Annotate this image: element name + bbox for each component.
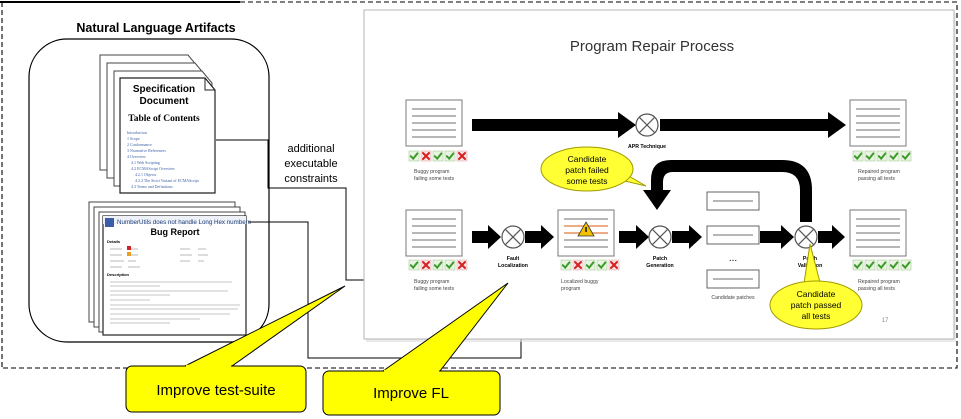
- description-label: Description: [107, 272, 130, 277]
- candidate-patches: ...: [706, 191, 760, 289]
- connector-label-line2: executable: [284, 158, 337, 170]
- arrow-to-apr: [472, 112, 636, 138]
- specification-document: Specification Document Table of Contents…: [99, 54, 216, 194]
- bubble-passed-line2: patch passed: [791, 300, 842, 310]
- toc-item: 4.1 Web Scripting: [131, 160, 160, 165]
- repaired-top-label-1: Repaired program: [858, 169, 900, 175]
- toc-item: Introduction: [127, 130, 147, 135]
- bug-report-title: Bug Report: [151, 227, 200, 237]
- bubble-patch-passed: Candidate patch passed all tests: [769, 243, 863, 330]
- slide-page-number: 17: [882, 318, 889, 324]
- bubble-passed-line1: Candidate: [797, 289, 836, 299]
- buggy-top-label-1: Buggy program: [414, 169, 449, 175]
- toc-item: 4.2.1 Objects: [135, 172, 157, 177]
- toc-title: Table of Contents: [128, 114, 200, 124]
- bubble-patch-failed: Candidate patch failed some tests: [540, 146, 647, 192]
- repaired-bottom-label-1: Repaired program: [858, 279, 900, 285]
- fl-label-1: Fault: [507, 256, 520, 262]
- toc-item: 4.2 ECMAScript Overview: [131, 166, 175, 171]
- test-results-repaired-top: [852, 150, 912, 162]
- toc-item: 4 Overview: [127, 154, 146, 159]
- arrow-to-repaired-top: [660, 112, 846, 138]
- connector-label-line1: additional: [287, 143, 334, 155]
- bubble-failed-line3: some tests: [566, 176, 607, 186]
- arrow-to-patch-generation: [619, 225, 649, 249]
- buggy-top-label-2: failing some tests: [414, 176, 454, 182]
- bug-report: NumberUtils does not handle Long Hex num…: [88, 201, 251, 336]
- callout-test-suite-text: Improve test-suite: [156, 382, 275, 399]
- toc-item: 4.3 Terms and Definitions: [131, 184, 173, 189]
- fl-label-2: Localization: [498, 263, 528, 269]
- spec-title-line2: Document: [140, 96, 190, 107]
- buggy-bottom-label-1: Buggy program: [414, 279, 449, 285]
- bubble-failed-line2: patch failed: [565, 165, 609, 175]
- arrow-to-localized: [525, 225, 554, 249]
- arrow-to-candidates: [672, 225, 702, 249]
- bug-report-header: NumberUtils does not handle Long Hex num…: [117, 219, 251, 226]
- buggy-bottom-label-2: failing some tests: [414, 286, 454, 292]
- candidate-patches-label: Candidate patches: [711, 295, 755, 301]
- localized-label-2: program: [561, 286, 580, 292]
- feedback-loop-arrow: [643, 160, 812, 222]
- toc-item: 4.2.2 The Strict Variant of ECMAScript: [135, 178, 200, 183]
- test-results-repaired-bottom: [852, 259, 912, 271]
- callout-improve-test-suite: Improve test-suite: [125, 285, 346, 413]
- localized-program-doc: [557, 209, 615, 257]
- patch-generation-label-2: Generation: [646, 263, 673, 269]
- callout-improve-fl: Improve FL: [322, 282, 509, 416]
- localized-label-1: Localized buggy: [561, 279, 599, 285]
- details-label: Details: [107, 239, 121, 244]
- toc-item: 2 Conformance: [127, 142, 152, 147]
- bubble-failed-line1: Candidate: [568, 154, 607, 164]
- patch-generation-label-1: Patch: [653, 256, 667, 262]
- slide-title: Program Repair Process: [570, 38, 734, 55]
- test-results-buggy-top: [408, 150, 468, 162]
- test-results-buggy-bottom: [408, 259, 468, 271]
- program-repair-slide: Program Repair Process Buggy program fai…: [363, 9, 956, 342]
- outer-dashed-frame: [0, 1, 958, 369]
- artifacts-title: Natural Language Artifacts: [76, 21, 235, 35]
- connector-label-line3: constraints: [284, 173, 338, 185]
- toc-item: 3 Normative References: [127, 148, 166, 153]
- spec-title-line1: Specification: [133, 84, 195, 95]
- toc-list: Introduction 1 Scope 2 Conformance 3 Nor…: [127, 130, 200, 189]
- toc-item: 1 Scope: [127, 136, 140, 141]
- test-results-localized: [560, 259, 620, 271]
- repaired-top-label-2: passing all tests: [858, 176, 895, 182]
- arrow-to-repaired-bottom: [818, 225, 845, 249]
- candidate-dots: ...: [729, 253, 737, 264]
- apr-technique-label: APR Technique: [628, 144, 666, 150]
- repaired-bottom-label-2: passing all tests: [858, 286, 895, 292]
- bubble-passed-line3: all tests: [802, 311, 831, 321]
- callout-fl-text: Improve FL: [373, 385, 449, 402]
- arrow-to-fl: [472, 225, 501, 249]
- arrow-to-patch-validation: [760, 225, 794, 249]
